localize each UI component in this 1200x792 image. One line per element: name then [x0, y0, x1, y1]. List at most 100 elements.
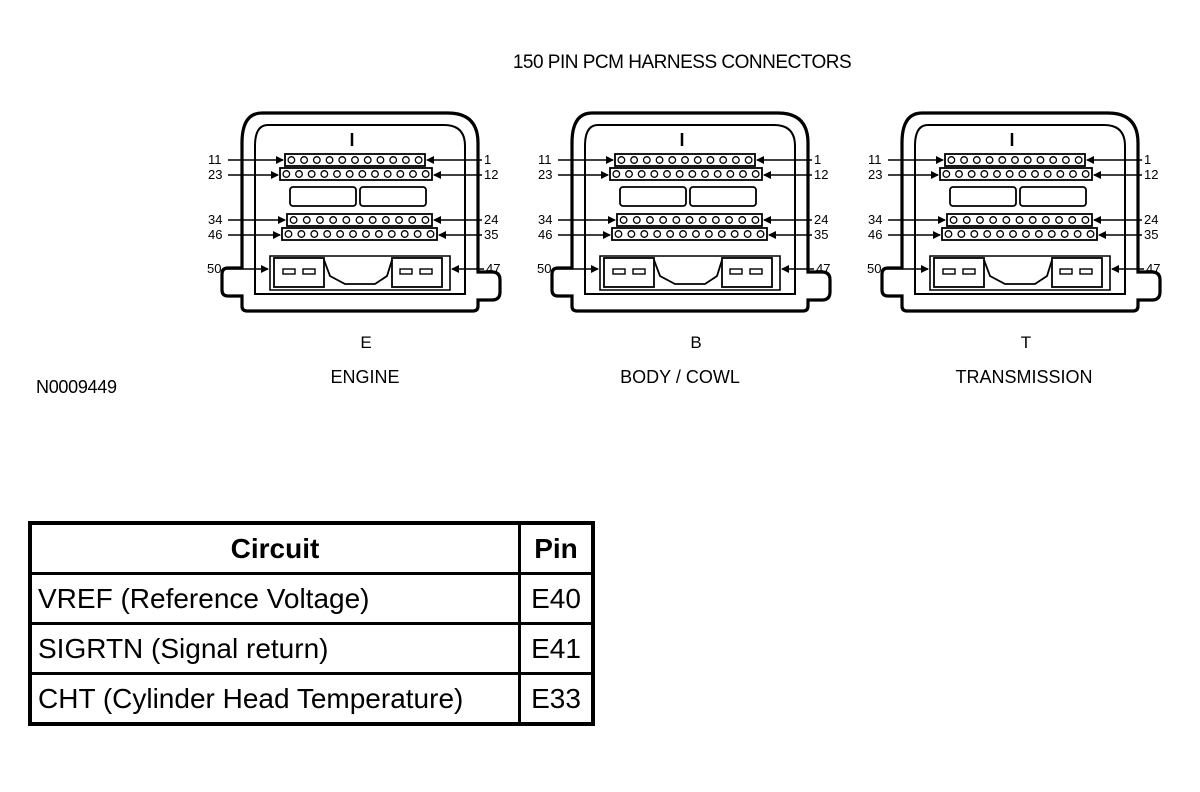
pin-row [284, 153, 426, 167]
pin-row [616, 213, 763, 227]
pin [985, 156, 994, 164]
arrow-head [921, 265, 929, 273]
connector-name: BODY / COWL [620, 367, 740, 387]
pin [744, 156, 753, 164]
housing-inner [254, 124, 466, 295]
pin [284, 230, 293, 238]
pin-label-left: 50 [207, 261, 221, 276]
pin-label-right: 12 [484, 167, 498, 182]
pin [681, 156, 689, 164]
pin [413, 230, 422, 238]
pin-label-right: 1 [1144, 152, 1151, 167]
pin-label-left: 11 [868, 152, 882, 167]
pin [756, 230, 765, 238]
arrow-head [781, 265, 789, 273]
pin [368, 216, 377, 224]
pin [1073, 230, 1082, 238]
arrow-head [273, 231, 281, 239]
pin-label-left: 50 [537, 261, 551, 276]
terminal [302, 268, 316, 275]
pin [1018, 170, 1027, 178]
pin [1002, 216, 1011, 224]
arrow-head [276, 156, 284, 164]
pin [711, 216, 720, 224]
header-pin: Pin [518, 521, 595, 575]
pin [363, 156, 372, 164]
power-center-shape [983, 259, 1053, 285]
pin-label-left: 34 [868, 212, 882, 227]
pin-label-right: 35 [1144, 227, 1158, 242]
pin [396, 170, 405, 178]
arrow-head [936, 156, 944, 164]
pin-cell: E40 [518, 572, 595, 625]
pin-label-right: 12 [814, 167, 828, 182]
connector-name: TRANSMISSION [955, 367, 1092, 387]
pin [383, 170, 392, 178]
pin-row [611, 227, 768, 241]
pin [685, 216, 694, 224]
terminal [729, 268, 743, 275]
pin-row [609, 167, 763, 181]
pin [1028, 216, 1037, 224]
pin [672, 216, 681, 224]
pin-label-left: 50 [867, 261, 881, 276]
pin [751, 170, 760, 178]
pin [706, 156, 715, 164]
pin [980, 170, 989, 178]
pin [1043, 170, 1052, 178]
arrow-head [591, 265, 599, 273]
pin-label-left: 23 [208, 167, 222, 182]
pin [693, 156, 702, 164]
pin [996, 230, 1005, 238]
pin [970, 230, 979, 238]
pin [355, 216, 364, 224]
pin [1009, 230, 1017, 238]
pin [1022, 230, 1030, 238]
arrow-head [271, 171, 279, 179]
pin [349, 230, 357, 238]
arrow-head [278, 216, 286, 224]
pin [345, 170, 354, 178]
pin [1005, 170, 1014, 178]
pin [738, 216, 747, 224]
pin [426, 230, 435, 238]
pin-row [286, 213, 433, 227]
circuit-pin-table: Circuit Pin VREF (Reference Voltage) E40… [28, 521, 595, 726]
pin-row [946, 213, 1093, 227]
pin [302, 216, 311, 224]
pin [955, 170, 963, 178]
arrow-head [601, 171, 609, 179]
pin [998, 156, 1007, 164]
pin-row [939, 167, 1093, 181]
cavity-left [949, 186, 1017, 207]
arrow-head [261, 265, 269, 273]
pin [717, 230, 726, 238]
pin [333, 170, 341, 178]
pin [376, 156, 385, 164]
pin-label-right: 35 [814, 227, 828, 242]
pin [409, 170, 417, 178]
pin [698, 216, 707, 224]
pin [1081, 170, 1090, 178]
pin [297, 230, 306, 238]
arrow-head [1093, 216, 1101, 224]
table-header-row: Circuit Pin [28, 521, 595, 575]
pin [967, 170, 976, 178]
pin [960, 156, 969, 164]
pin-label-left: 23 [538, 167, 552, 182]
table-row: CHT (Cylinder Head Temperature) E33 [28, 672, 595, 726]
pin [679, 230, 687, 238]
pin [400, 230, 409, 238]
arrow-head [763, 171, 771, 179]
pin-label-left: 46 [868, 227, 882, 242]
pin-label-right: 47 [1146, 261, 1160, 276]
pin-label-left: 46 [208, 227, 222, 242]
pin [619, 216, 628, 224]
pin [612, 170, 621, 178]
connector-letter: E [360, 333, 371, 352]
pin [1015, 216, 1024, 224]
pin [1047, 230, 1056, 238]
pin [295, 170, 303, 178]
